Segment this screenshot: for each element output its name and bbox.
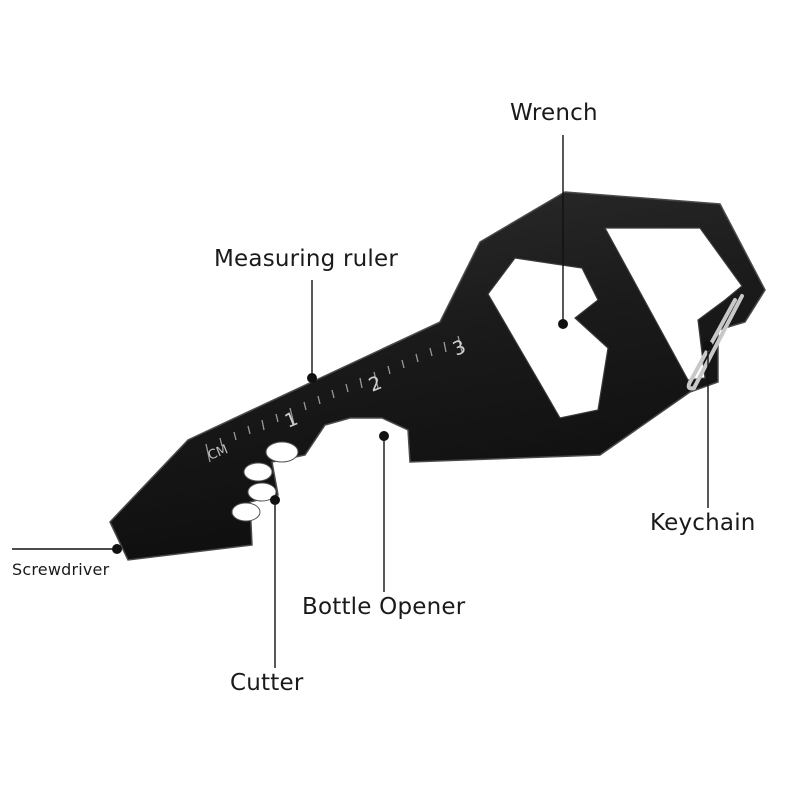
screwdriver-dot [112, 544, 122, 554]
keyring-icon [686, 294, 744, 391]
ruler-dot [307, 373, 317, 383]
label-screwdriver: Screwdriver [12, 560, 110, 579]
label-cutter: Cutter [230, 670, 304, 696]
cutter-dot [270, 495, 280, 505]
ruler-ticks [205, 335, 463, 463]
label-keychain: Keychain [650, 510, 756, 536]
label-bottle-opener: Bottle Opener [302, 594, 466, 620]
keychain-dot [703, 341, 713, 351]
cutter-notches [231, 441, 299, 522]
label-wrench: Wrench [510, 100, 598, 126]
wrench-opening [487, 257, 609, 419]
bottle-opener-dot [379, 431, 389, 441]
label-measuring-ruler: Measuring ruler [214, 246, 399, 272]
ruler-unit: CM [206, 442, 230, 464]
wrench-dot [558, 319, 568, 329]
